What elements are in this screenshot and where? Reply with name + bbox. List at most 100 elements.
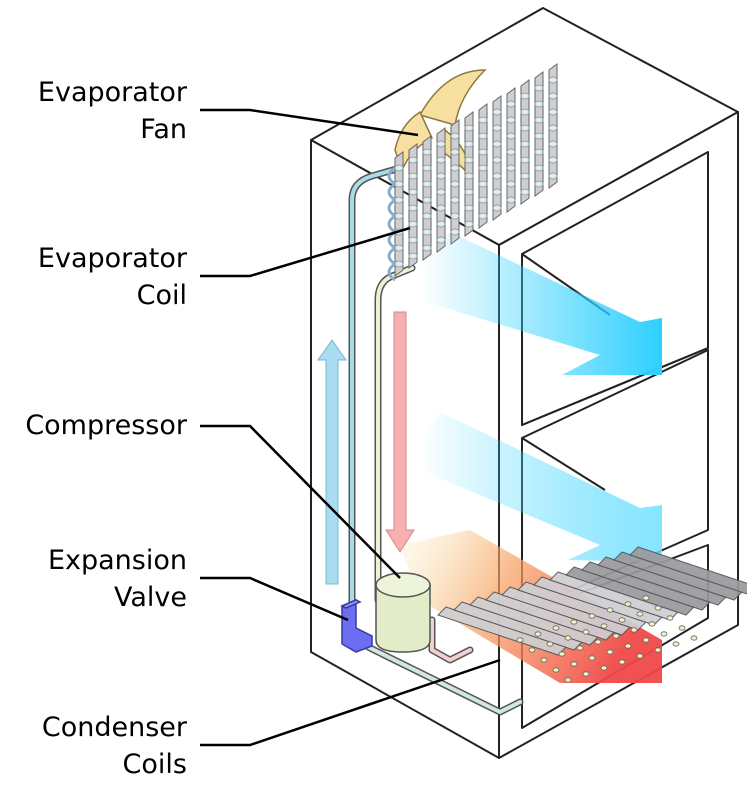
coil-tube-end [394, 212, 404, 220]
label-evaporator-fan: Evaporator Fan [37, 77, 187, 145]
coil-tube-end [492, 108, 502, 116]
fan-blade [418, 69, 487, 126]
middle-compartment [521, 349, 709, 613]
cold-air-arrow-top [420, 232, 662, 375]
coil-tube-end [464, 188, 474, 196]
coil-tube-end [534, 180, 544, 188]
coil-tube-end [672, 641, 680, 647]
coil-return-bend [387, 262, 396, 282]
coil-tube-end [478, 148, 488, 156]
coil-tube-end [478, 116, 488, 124]
coil-tube-end [422, 148, 432, 156]
coil-tube-end [422, 164, 432, 172]
coil-tube-end [548, 156, 558, 164]
coil-tube-end [506, 164, 516, 172]
coil-tube-end [450, 180, 460, 188]
coil-tube-end [394, 164, 404, 172]
coil-tube-end [408, 252, 418, 260]
coil-tube-end [546, 641, 554, 647]
coil-tube-end [422, 244, 432, 252]
coil-tube-end [630, 627, 638, 633]
coil-tube-end [408, 236, 418, 244]
coil-tube-end [548, 124, 558, 132]
coil-tube-end [520, 124, 530, 132]
coil-tube-end [534, 84, 544, 92]
coil-tube-end [422, 196, 432, 204]
coil-tube-end [534, 132, 544, 140]
coil-tube-end [408, 156, 418, 164]
coil-tube-end [394, 244, 404, 252]
coil-tube-end [408, 220, 418, 228]
coil-tube-end [588, 613, 596, 619]
compressor [375, 572, 431, 653]
leader-lines [200, 108, 501, 747]
coil-tube-end [506, 148, 516, 156]
coil-tube-end [582, 671, 590, 677]
coil-tube-end [408, 204, 418, 212]
leader-condenser-coils [200, 658, 501, 747]
coil-tube-end [520, 140, 530, 148]
coil-tube-end [478, 132, 488, 140]
coil-return-bend [387, 246, 396, 266]
coil-tube-end [548, 172, 558, 180]
cold-flow-arrow [317, 339, 347, 585]
coil-tube-end [394, 260, 404, 268]
coil-tube-end [492, 124, 502, 132]
coil-tube-end [654, 605, 662, 611]
coil-tube-end [492, 188, 502, 196]
coil-tube-end [552, 625, 560, 631]
coil-tube-end [464, 204, 474, 212]
coil-tube-end [548, 92, 558, 100]
coil-tube-end [558, 651, 566, 657]
coil-tube-end [506, 116, 516, 124]
coil-tube-end [464, 220, 474, 228]
coil-tube-end [552, 667, 560, 673]
coil-tube-end [594, 639, 602, 645]
coil-tube-end [618, 617, 626, 623]
coil-tube-end [422, 228, 432, 236]
leader-evaporator-fan [200, 108, 419, 137]
label-expansion-valve: Expansion Valve [47, 545, 187, 613]
coil-tube-end [478, 196, 488, 204]
coil-tube-end [636, 611, 644, 617]
coil-tube-end [436, 140, 446, 148]
coil-tube-end [394, 180, 404, 188]
fan-blade [394, 110, 433, 173]
condenser-fin [629, 546, 747, 595]
coil-tube-end [606, 649, 614, 655]
coil-tube-end [528, 647, 536, 653]
evaporator-coil [387, 63, 558, 282]
coil-tube-end [464, 172, 474, 180]
coil-tube-end [478, 180, 488, 188]
coil-tube-end [624, 601, 632, 607]
coil-tube-end [478, 212, 488, 220]
coil-tube-end [570, 661, 578, 667]
coil-tube-end [436, 188, 446, 196]
coil-tube-end [436, 172, 446, 180]
coil-tube-end [408, 188, 418, 196]
coil-tube-end [450, 196, 460, 204]
label-evaporator-coil: Evaporator Coil [37, 243, 187, 311]
coil-tube-end [464, 156, 474, 164]
coil-tube-end [436, 204, 446, 212]
coil-tube-end [648, 621, 656, 627]
label-compressor: Compressor [25, 410, 187, 441]
coil-tube-end [436, 236, 446, 244]
coil-tube-end [548, 140, 558, 148]
coil-tube-end [422, 180, 432, 188]
coil-tube-end [642, 595, 650, 601]
coil-tube-end [678, 625, 686, 631]
coil-tube-end [534, 116, 544, 124]
coil-return-bend [387, 214, 396, 234]
coil-tube-end [564, 677, 572, 683]
coil-tube-end [464, 140, 474, 148]
leader-expansion-valve [200, 576, 349, 622]
coil-tube-end [422, 212, 432, 220]
coil-tube-end [624, 643, 632, 649]
coil-tube-end [450, 228, 460, 236]
coil-tube-end [520, 108, 530, 116]
coil-tube-end [534, 148, 544, 156]
coil-tube-end [570, 619, 578, 625]
leader-evaporator-coil [200, 226, 411, 278]
